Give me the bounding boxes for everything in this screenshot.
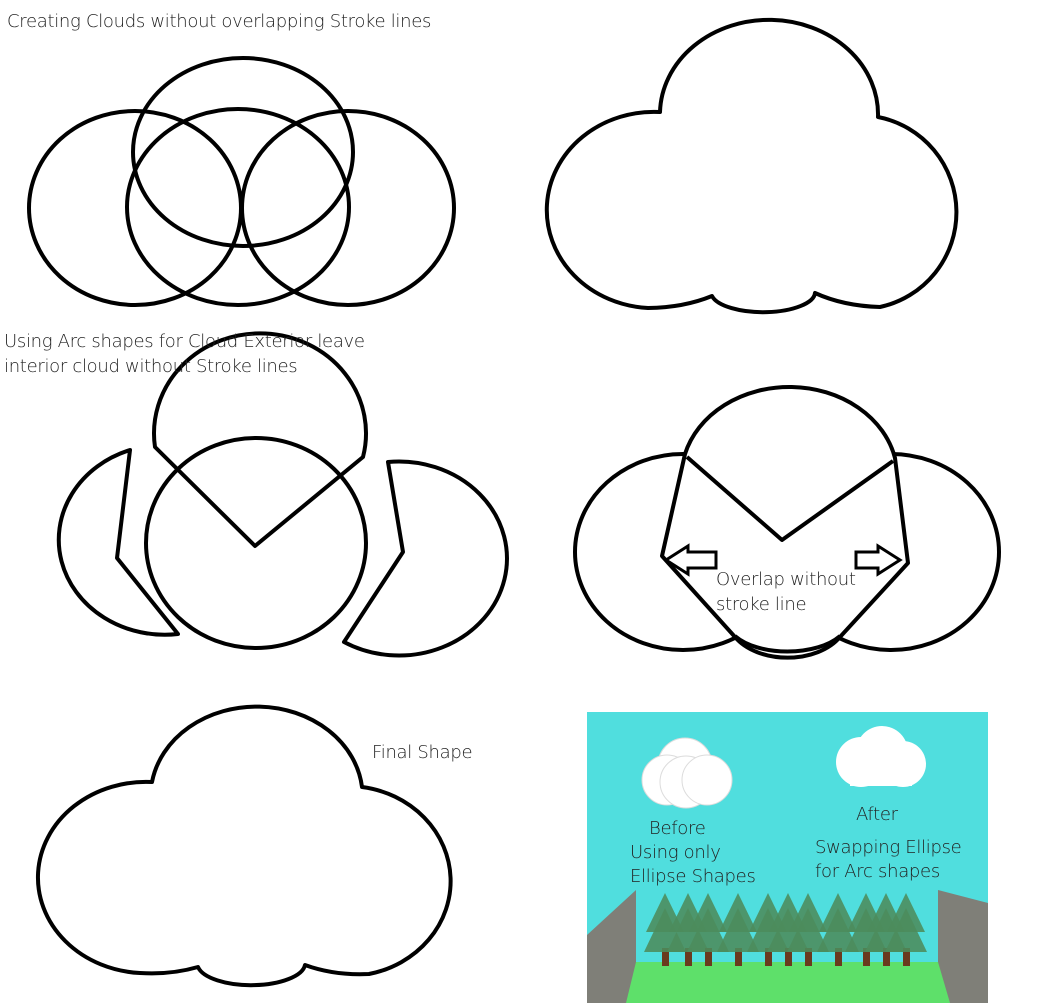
middle-circle [125,107,351,307]
overlap-caption-line2: stroke line [716,594,807,615]
right-circle [240,109,456,307]
right-cliff [938,890,988,1003]
before-cloud-icon [641,737,733,809]
overlap-arcs [573,384,1001,660]
inner-v-line [685,455,895,542]
bottom-join-arc [733,634,842,654]
after-line2: for Arc shapes [815,861,940,882]
grass-ground [587,962,988,1003]
after-line1: Swapping Ellipse [815,837,962,858]
before-label: Before [649,818,706,839]
before-line2: Ellipse Shapes [630,866,756,887]
arc-caption-line2: interior cloud without Stroke lines [4,356,298,377]
tree [687,893,729,966]
left-arc-piece [56,448,180,637]
center-circle [144,436,368,650]
left-cliff [587,890,636,1003]
final-shape-label: Final Shape [372,742,473,763]
merged-cloud-outline [544,17,959,315]
overlap-caption-line1: Overlap without [716,569,856,590]
tree [717,893,759,966]
after-cloud-icon [836,726,926,787]
right-arrow-icon [854,543,903,577]
arc-pieces [56,331,509,658]
arc-caption-line1: Using Arc shapes for Cloud Exterior leav… [4,331,365,352]
before-line1: Using only [630,842,721,863]
overlapping-circles [27,56,456,307]
tree [817,893,859,966]
tree-row [644,893,927,966]
right-arc-piece [342,459,509,658]
final-cloud-shape [35,704,453,988]
top-circle [131,56,355,248]
after-label: After [856,804,898,825]
tree [885,893,927,966]
scene-illustration [587,712,988,1003]
left-arrow-icon [663,543,718,577]
tree [787,893,829,966]
diagram-title: Creating Clouds without overlapping Stro… [7,11,432,32]
top-arc-wedge [152,331,369,548]
